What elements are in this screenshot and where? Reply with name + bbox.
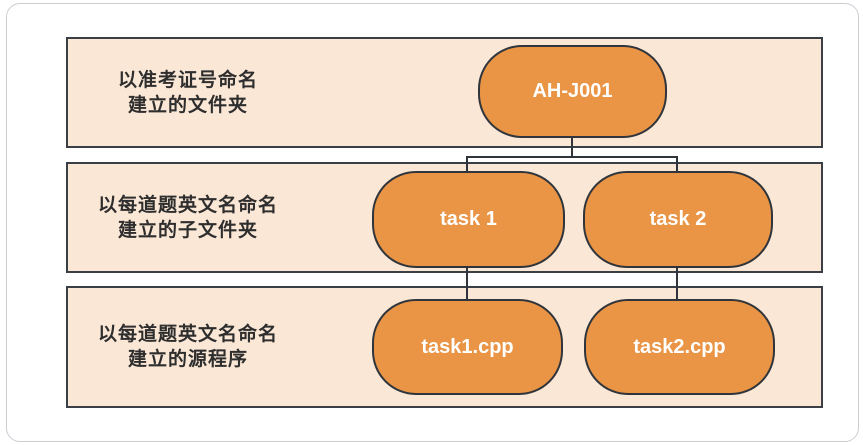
- row-label-line2: 建立的源程序: [127, 349, 248, 370]
- node-task2-cpp-file: task2.cpp: [584, 299, 775, 395]
- node-task1-folder: task 1: [372, 171, 565, 268]
- node-exam-folder: AH-J001: [478, 45, 667, 138]
- row-band-root-folder: 以准考证号命名 建立的文件夹: [66, 37, 823, 148]
- row-label-line1: 以准考证号命名: [117, 69, 258, 91]
- node-task1-cpp-file: task1.cpp: [372, 299, 563, 395]
- row-label-line1: 以每道题英文名命名: [97, 324, 278, 345]
- connector-task2-to-cpp: [676, 266, 678, 301]
- connector-branch-bar: [466, 156, 678, 158]
- row-label-line1: 以每道题英文名命名: [97, 194, 278, 216]
- connector-root-stem: [571, 137, 573, 158]
- connector-task1-to-cpp: [466, 266, 468, 301]
- row-label-root-folder: 以准考证号命名 建立的文件夹: [68, 68, 308, 118]
- row-label-line2: 建立的子文件夹: [117, 219, 258, 241]
- node-task2-folder: task 2: [583, 171, 773, 268]
- connector-task1-drop: [466, 156, 468, 174]
- row-label-line2: 建立的文件夹: [127, 94, 248, 116]
- connector-task2-drop: [676, 156, 678, 174]
- row-label-source-files: 以每道题英文名命名 建立的源程序: [68, 322, 308, 372]
- row-label-subfolders: 以每道题英文名命名 建立的子文件夹: [68, 193, 308, 243]
